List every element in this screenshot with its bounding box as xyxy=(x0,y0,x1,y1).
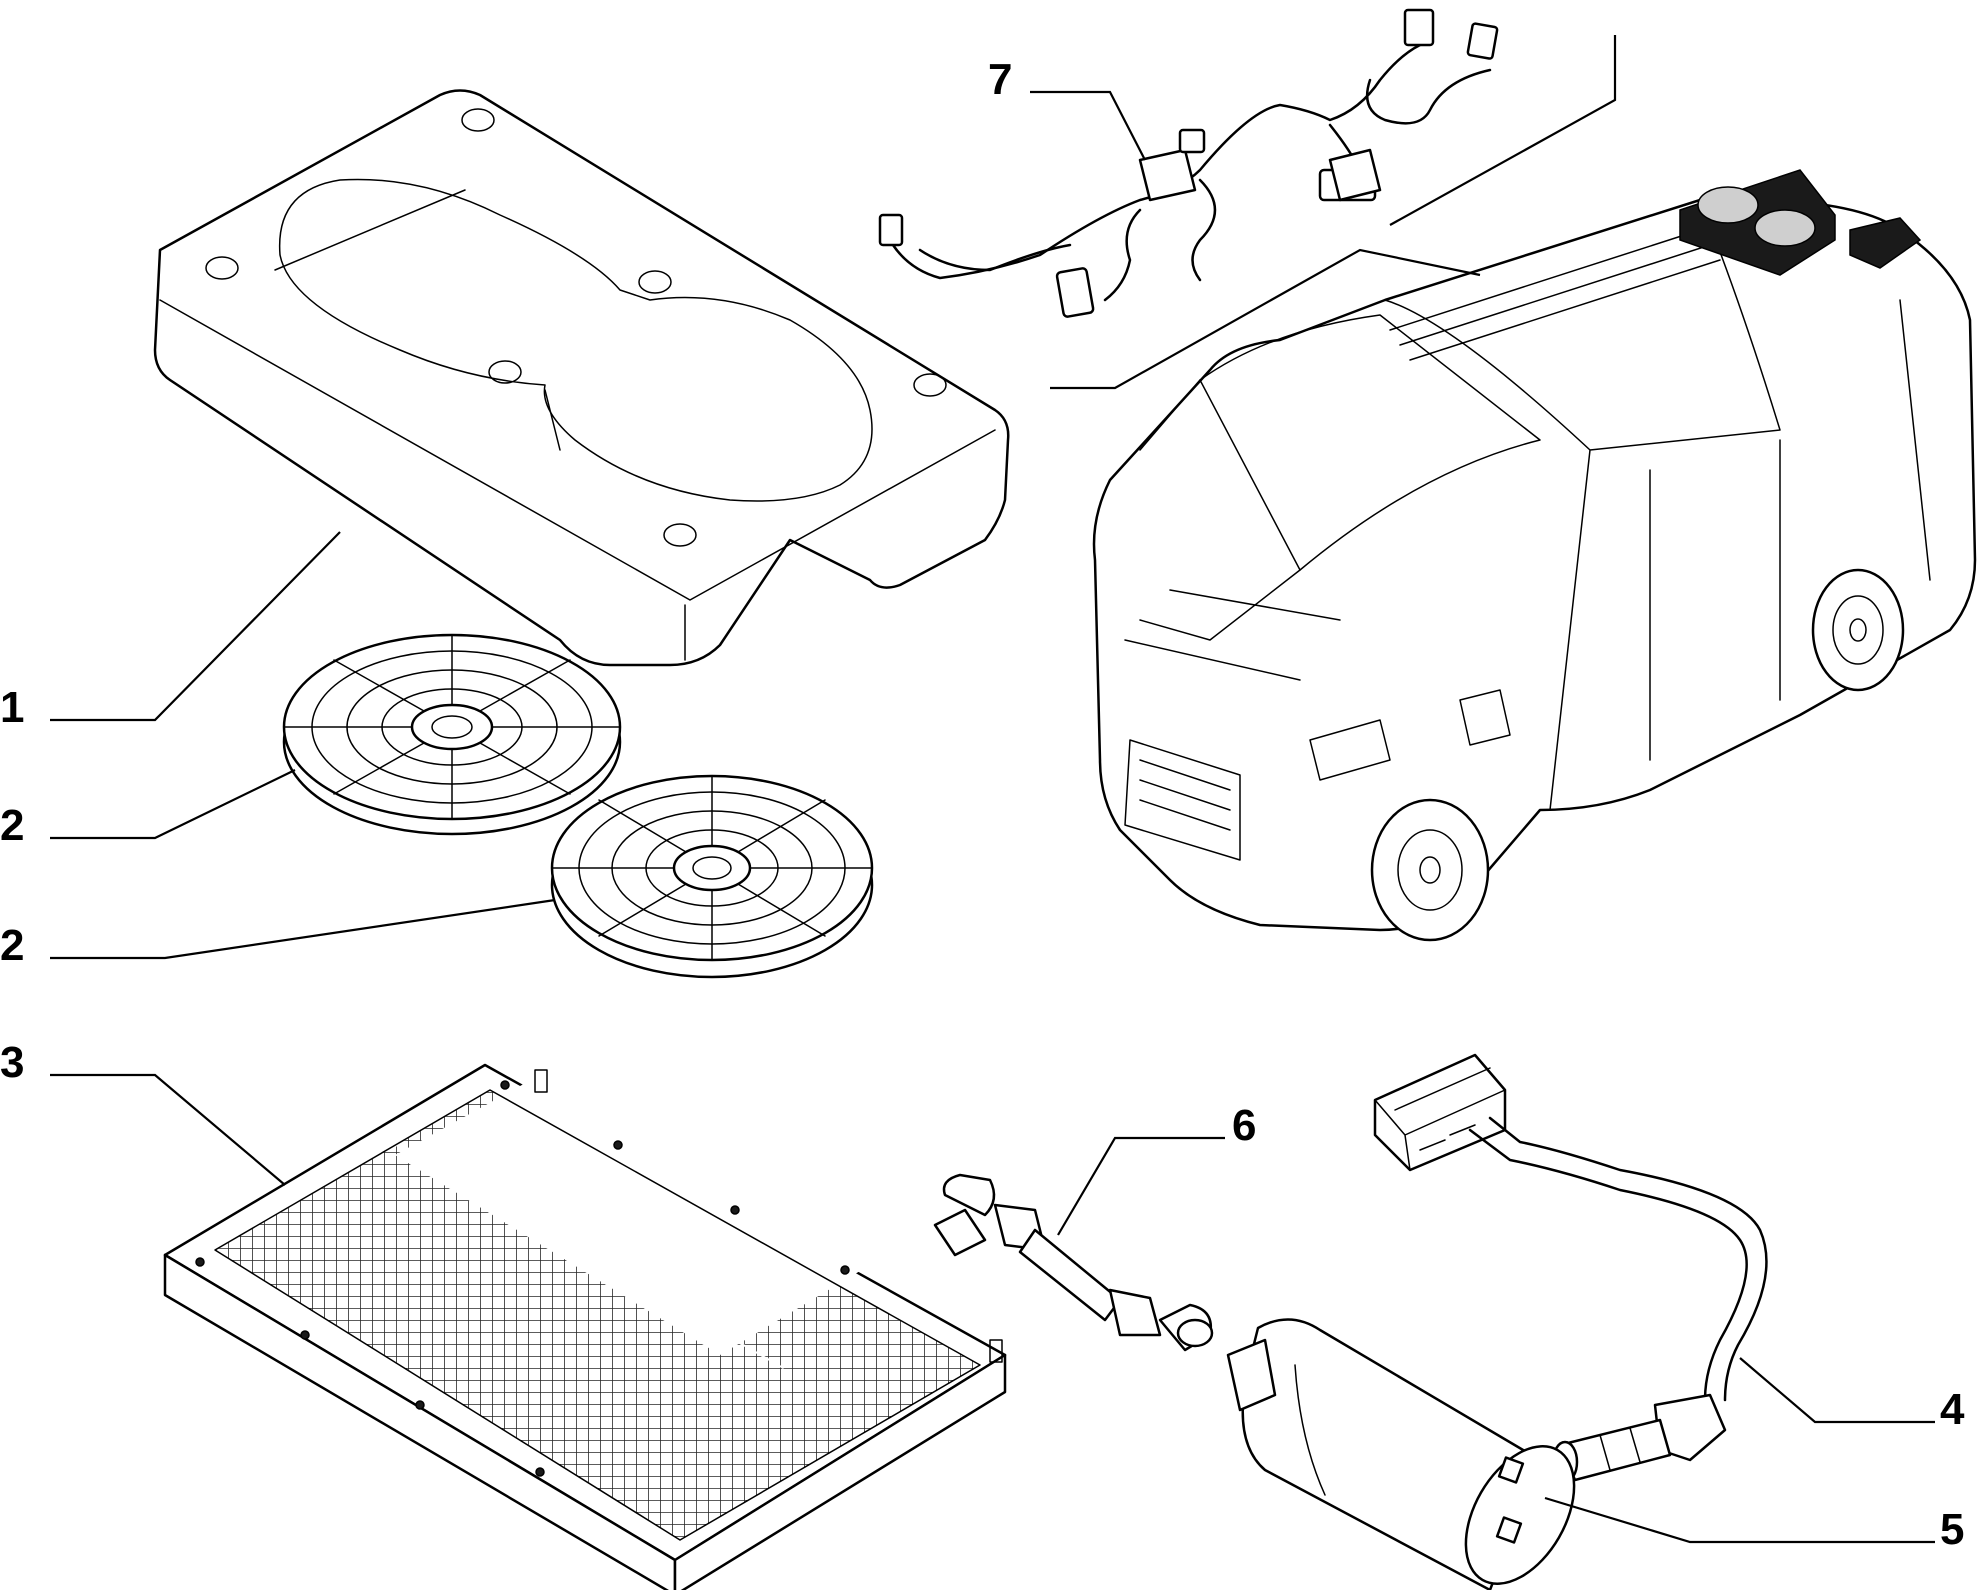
leader-lines xyxy=(50,35,1935,1544)
callout-7: 7 xyxy=(988,55,1012,104)
fan-grille-upper xyxy=(282,633,622,836)
van-grille xyxy=(1124,739,1241,861)
condenser xyxy=(163,1063,1007,1590)
callout-2-upper: 2 xyxy=(0,801,24,850)
pressure-switch-cable xyxy=(1373,1053,1768,1484)
wiring-harness xyxy=(878,8,1499,318)
callout-5: 5 xyxy=(1940,1505,1964,1554)
callout-labels: 1 2 2 3 4 5 6 7 xyxy=(0,55,1965,1554)
refrigerant-pipe xyxy=(933,1173,1214,1352)
rear-wheel xyxy=(1811,568,1905,692)
mounting-frame xyxy=(153,89,1010,667)
callout-1: 1 xyxy=(0,683,24,732)
callout-4: 4 xyxy=(1940,1385,1965,1434)
fan-grille-lower xyxy=(550,774,874,979)
van xyxy=(1092,169,1977,942)
receiver-drier xyxy=(1226,1318,1576,1590)
callout-6: 6 xyxy=(1232,1101,1256,1150)
callout-2-lower: 2 xyxy=(0,921,24,970)
roof-ac-unit xyxy=(1679,169,1922,276)
front-wheel xyxy=(1370,798,1490,942)
callout-3: 3 xyxy=(0,1038,24,1087)
